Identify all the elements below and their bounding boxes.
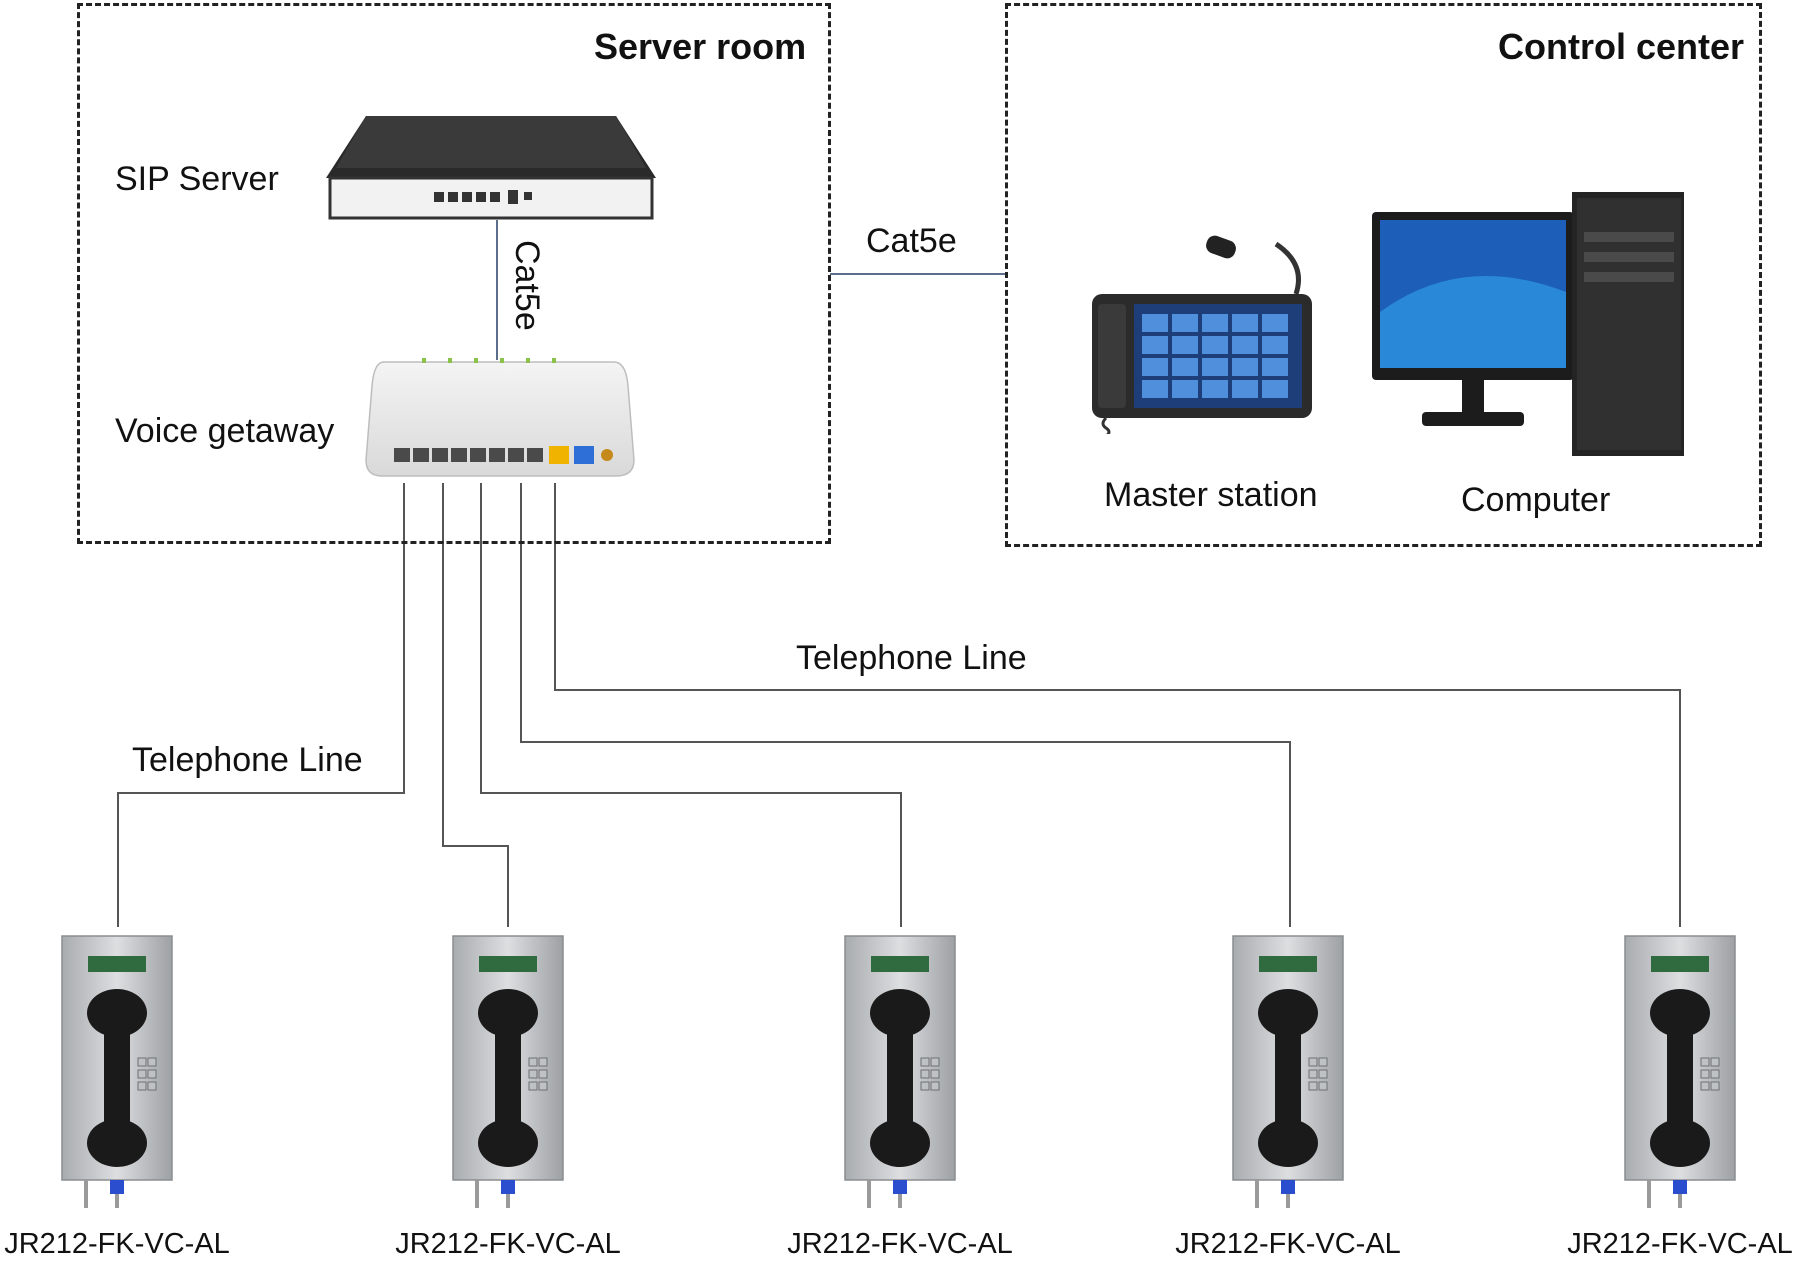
phone-4-icon: [1232, 935, 1344, 1208]
phone-2-model-label: JR212-FK-VC-AL: [395, 1228, 621, 1260]
control-center-zone: [1005, 3, 1762, 547]
voice-gateway-icon: [365, 358, 635, 477]
phone-4-model-label: JR212-FK-VC-AL: [1175, 1228, 1401, 1260]
rack-server-icon: [326, 116, 656, 220]
phone-1-icon: [61, 935, 173, 1208]
phone-5-icon: [1624, 935, 1736, 1208]
computer-label: Computer: [1461, 481, 1611, 519]
phone-1-model-label: JR212-FK-VC-AL: [4, 1228, 230, 1260]
master-station-icon: [1092, 235, 1312, 434]
phone-5-model-label: JR212-FK-VC-AL: [1567, 1228, 1793, 1260]
telephone-line-4: [520, 483, 1291, 927]
telephone-line-label-left: Telephone Line: [132, 741, 363, 779]
server-room-zone: [77, 3, 831, 544]
master-station-label: Master station: [1104, 476, 1318, 514]
telephone-line-1: [117, 483, 405, 927]
sip-server-label: SIP Server: [115, 160, 279, 198]
cat5e-vertical-label: Cat5e: [508, 240, 546, 331]
voice-gateway-label: Voice getaway: [115, 412, 335, 450]
phone-2-icon: [452, 935, 564, 1208]
telephone-line-5: [554, 483, 1681, 927]
control-center-title: Control center: [1498, 26, 1745, 67]
telephone-line-label-right: Telephone Line: [796, 639, 1027, 677]
telephone-line-2: [442, 483, 509, 927]
desktop-computer-icon: [1372, 192, 1684, 456]
server-room-title: Server room: [594, 26, 807, 67]
phone-3-icon: [844, 935, 956, 1208]
telephone-line-3: [480, 483, 902, 927]
phone-3-model-label: JR212-FK-VC-AL: [787, 1228, 1013, 1260]
cat5e-horizontal-label: Cat5e: [866, 222, 957, 260]
